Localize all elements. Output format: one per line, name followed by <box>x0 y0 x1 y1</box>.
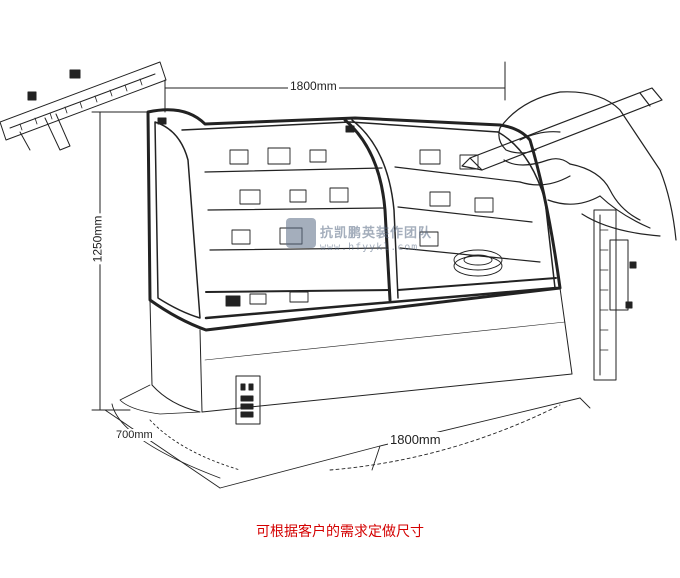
custom-size-caption: 可根据客户的需求定做尺寸 <box>256 524 424 540</box>
watermark: 抗凯鹏英装作团队 www.hfyykl.com <box>286 212 456 272</box>
height-label: 1250mm <box>90 213 105 265</box>
depth-label: 700mm <box>114 429 155 441</box>
ruler-top-left <box>0 61 167 151</box>
hand-with-pencil <box>461 87 677 241</box>
top-width-label: 1800mm <box>288 79 339 93</box>
cabinet-glass-display <box>146 108 562 332</box>
watermark-logo-icon <box>286 218 316 248</box>
floor-dimension-lines <box>104 397 591 489</box>
watermark-url: www.hfyykl.com <box>320 242 419 253</box>
bottom-width-label: 1800mm <box>388 432 443 447</box>
watermark-name: 抗凯鹏英装作团队 <box>320 226 433 241</box>
ruler-right <box>593 209 637 381</box>
cabinet-base <box>119 287 573 425</box>
